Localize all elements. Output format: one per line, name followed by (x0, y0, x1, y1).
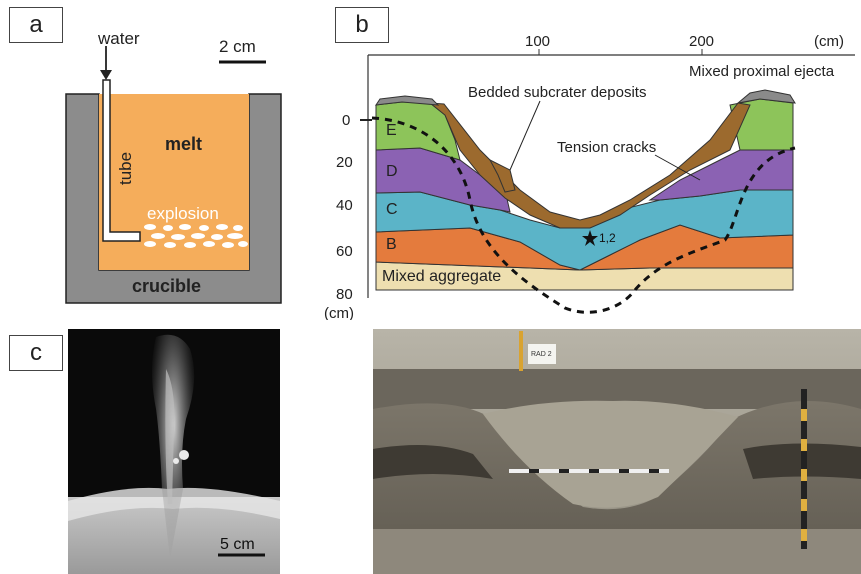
y-tick-60: 60 (336, 243, 353, 260)
photo-d-right-rod-marks (801, 409, 807, 541)
water-arrow-head (100, 70, 112, 80)
photo-d-rod-marks (529, 469, 659, 473)
explosion-label: explosion (147, 204, 219, 223)
y-tick-20: 20 (336, 154, 353, 171)
ejecta-left (374, 95, 440, 106)
label-C: C (386, 201, 398, 218)
x-tick-200: 200 (689, 33, 714, 50)
x-unit: (cm) (814, 33, 844, 50)
leader-bedded (509, 100, 541, 171)
photo-c-droplet-1 (179, 450, 189, 460)
photo-c-plume-core (165, 369, 175, 504)
photo-d-vertical-rod-left (519, 331, 523, 371)
photo-d-foreground (373, 529, 861, 574)
crater-outline-dashed (371, 116, 796, 314)
scale-label-a: 2 cm (219, 37, 256, 56)
scale-label-c: 5 cm (220, 536, 255, 553)
y-unit: (cm) (324, 305, 354, 320)
y-tick-80: 80 (336, 286, 353, 303)
y-tick-40: 40 (336, 197, 353, 214)
photo-d-dark-layer (373, 443, 861, 479)
photo-d-crater-face (483, 400, 738, 508)
melt-label: melt (165, 134, 202, 154)
panel-c-photo: 5 cm (68, 329, 280, 574)
panel-a-schematic: water 2 cm tube melt explosion crucible (65, 29, 282, 304)
label-D: D (386, 163, 398, 180)
panel-d-photo: RAD 2 (373, 329, 861, 574)
annotation-bedded: Bedded subcrater deposits (468, 84, 646, 101)
water-tube (102, 79, 141, 242)
ejecta-right (736, 89, 796, 104)
panel-label-c: c (9, 335, 63, 371)
y-tick-0: 0 (342, 112, 350, 129)
panel-label-a: a (9, 7, 63, 43)
label-B: B (386, 236, 397, 253)
x-tick-100: 100 (525, 33, 550, 50)
subcrater-protrusion (488, 158, 516, 193)
tube-label: tube (116, 152, 135, 185)
photo-d-sign (528, 344, 556, 364)
subcrater-deposits (428, 102, 751, 229)
sample-marker-label: 1,2 (599, 231, 616, 245)
label-E: E (386, 122, 397, 139)
panel-label-b: b (335, 7, 389, 43)
crucible-label: crucible (132, 276, 201, 296)
explosion-bubbles (144, 224, 248, 248)
leader-tension (654, 154, 701, 181)
label-aggregate: Mixed aggregate (382, 268, 501, 285)
water-label: water (97, 29, 140, 48)
panel-b-cross-section: 100 200 (cm) 0 20 40 60 80 (cm) 1,2 E D … (324, 33, 855, 320)
annotation-ejecta: Mixed proximal ejecta (689, 63, 835, 80)
sample-marker-star (582, 230, 598, 246)
photo-c-droplet-2 (173, 458, 179, 464)
annotation-tension: Tension cracks (557, 139, 656, 156)
photo-d-sign-text: RAD 2 (531, 351, 552, 358)
